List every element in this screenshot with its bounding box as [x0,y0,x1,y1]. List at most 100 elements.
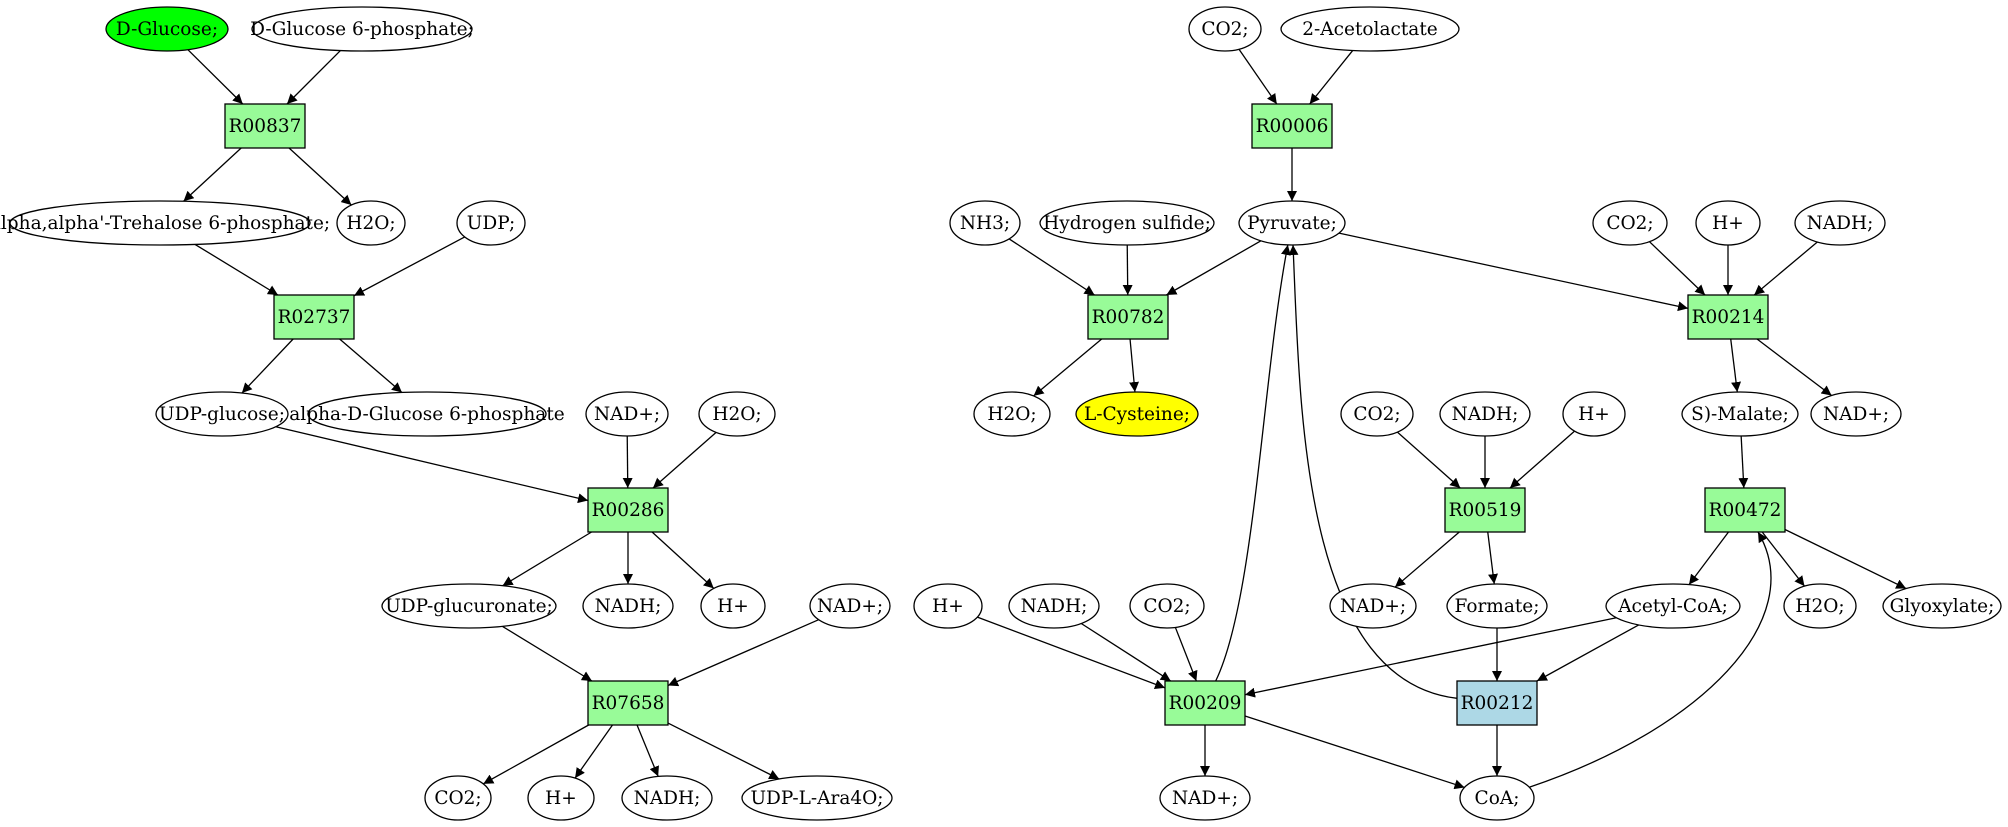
node-label: Glyoxylate; [1890,596,1995,617]
edge-coa-to-R00472 [1529,531,1772,788]
edge-dglucose-to-R00837 [187,49,244,105]
edge-R00214-to-smalate [1730,338,1742,393]
node-label: H2O; [346,213,395,234]
node-label: UDP-glucose; [159,404,285,425]
edge-h2s-to-R00782 [1122,244,1133,296]
node-label: 2-Acetolactate [1302,19,1437,40]
reaction-box [1687,294,1769,340]
node-label: CoA; [1475,788,1520,809]
node-label: H+ [1712,213,1744,234]
compound-node-hplus_e: H+ [913,583,983,629]
compound-node-co2_a: CO2; [424,775,492,821]
edge-R07658-to-nadh_b [636,724,659,777]
compound-node-nh3: NH3; [949,200,1021,246]
compound-node-udpglucuronate: UDP-glucuronate; [381,583,557,629]
edge-udp-to-R02737 [353,236,466,297]
node-label: Pyruvate; [1247,213,1337,234]
compound-ellipse [1562,391,1626,437]
compound-ellipse [381,583,557,629]
compound-ellipse [1238,200,1346,246]
edge-R00837-to-h2o_a [288,147,352,206]
reaction-box [1251,103,1333,149]
edge-smalate-to-R00472 [1738,435,1749,489]
compound-node-nadh_c: NADH; [1794,200,1886,246]
node-label: CO2; [1201,19,1248,40]
edge-hplus_e-to-R00209 [977,616,1166,690]
compound-ellipse [336,200,406,246]
reaction-box [1704,487,1786,533]
node-label: NADH; [1021,596,1088,617]
edge-R00519-to-nadp_d [1394,531,1460,588]
edge-nadp_a-to-R00286 [622,435,633,489]
reaction-node-R00472: R00472 [1704,487,1786,533]
compound-node-adg6p: alpha-D-Glucose 6-phosphate [289,391,565,437]
compound-node-h2s: Hydrogen sulfide; [1039,200,1215,246]
edge-nadh_c-to-R00214 [1753,241,1818,296]
edge-R07658-to-co2_a [482,724,589,785]
edge-h2o_b-to-R00286 [652,431,717,489]
node-label: H2O; [712,404,761,425]
compound-node-h2o_b: H2O; [698,391,776,437]
edge-R00782-to-h2o_c [1033,338,1103,397]
node-label: NH3; [960,213,1010,234]
compound-node-nadp_d: NAD+; [1329,583,1417,629]
reaction-node-R00209: R00209 [1164,680,1246,726]
compound-ellipse [700,583,766,629]
node-label: D-Glucose 6-phosphate; [250,19,474,40]
edge-dg6p-to-R00837 [286,50,341,105]
compound-node-co2_d: CO2; [1340,391,1414,437]
node-label: NADH; [595,596,662,617]
node-label: Hydrogen sulfide; [1043,213,1211,234]
edge-R02737-to-adg6p [339,338,403,393]
node-label: R00212 [1461,693,1534,714]
compound-node-udpglucose: UDP-glucose; [155,391,289,437]
edge-trehalose6p-to-R02737 [194,243,279,296]
edge-acetolactate-to-R00006 [1309,50,1354,105]
node-label: R07658 [592,693,665,714]
reaction-node-R00214: R00214 [1687,294,1769,340]
reaction-box [1456,680,1538,726]
reaction-node-R00782: R00782 [1087,294,1169,340]
node-label: Acetyl-CoA; [1617,596,1728,617]
node-label: R00472 [1709,500,1782,521]
node-label: H+ [545,788,577,809]
compound-node-coa: CoA; [1459,775,1535,821]
reaction-node-R00837: R00837 [224,103,306,149]
compound-node-hplus_a: H+ [700,583,766,629]
edge-layer [183,48,1907,790]
edge-co2_d-to-R00519 [1396,431,1461,489]
compound-node-acetylcoa: Acetyl-CoA; [1605,583,1741,629]
compound-ellipse [1459,775,1535,821]
compound-node-udpara: UDP-L-Ara4O; [741,775,893,821]
reaction-node-R00006: R00006 [1251,103,1333,149]
compound-node-h2o_a: H2O; [336,200,406,246]
edge-R00472-to-h2o_d [1761,531,1806,587]
node-label: NADH; [1807,213,1874,234]
edge-pyruvate-to-R00782 [1166,240,1262,296]
compound-node-trehalose6p: alpha,alpha'-Trehalose 6-phosphate; [0,200,330,246]
edge-nadp_b-to-R07658 [667,619,819,687]
node-label: H2O; [987,404,1036,425]
compound-ellipse [307,391,547,437]
compound-ellipse [1008,583,1100,629]
compound-ellipse [585,391,669,437]
edge-acetylcoa-to-R00209 [1244,617,1617,698]
compound-node-nadp_b: NAD+; [809,583,891,629]
compound-node-co2_e: CO2; [1129,583,1205,629]
node-label: R00214 [1692,307,1765,328]
reaction-node-R02737: R02737 [273,294,355,340]
compound-ellipse [913,583,983,629]
edge-R00209-to-pyruvate [1215,244,1291,682]
node-label: CO2; [1353,404,1400,425]
compound-ellipse [1280,6,1460,52]
compound-ellipse [1439,391,1531,437]
compound-ellipse [527,775,595,821]
compound-ellipse [1446,583,1548,629]
edge-hplus_d-to-R00519 [1509,430,1575,489]
node-label: H+ [932,596,964,617]
compound-node-nadh_b: NADH; [621,775,713,821]
node-label: R00006 [1256,116,1329,137]
edge-udpglucose-to-R00286 [275,426,589,504]
compound-ellipse [1810,391,1902,437]
edge-R00214-to-nadp_c [1756,338,1833,397]
